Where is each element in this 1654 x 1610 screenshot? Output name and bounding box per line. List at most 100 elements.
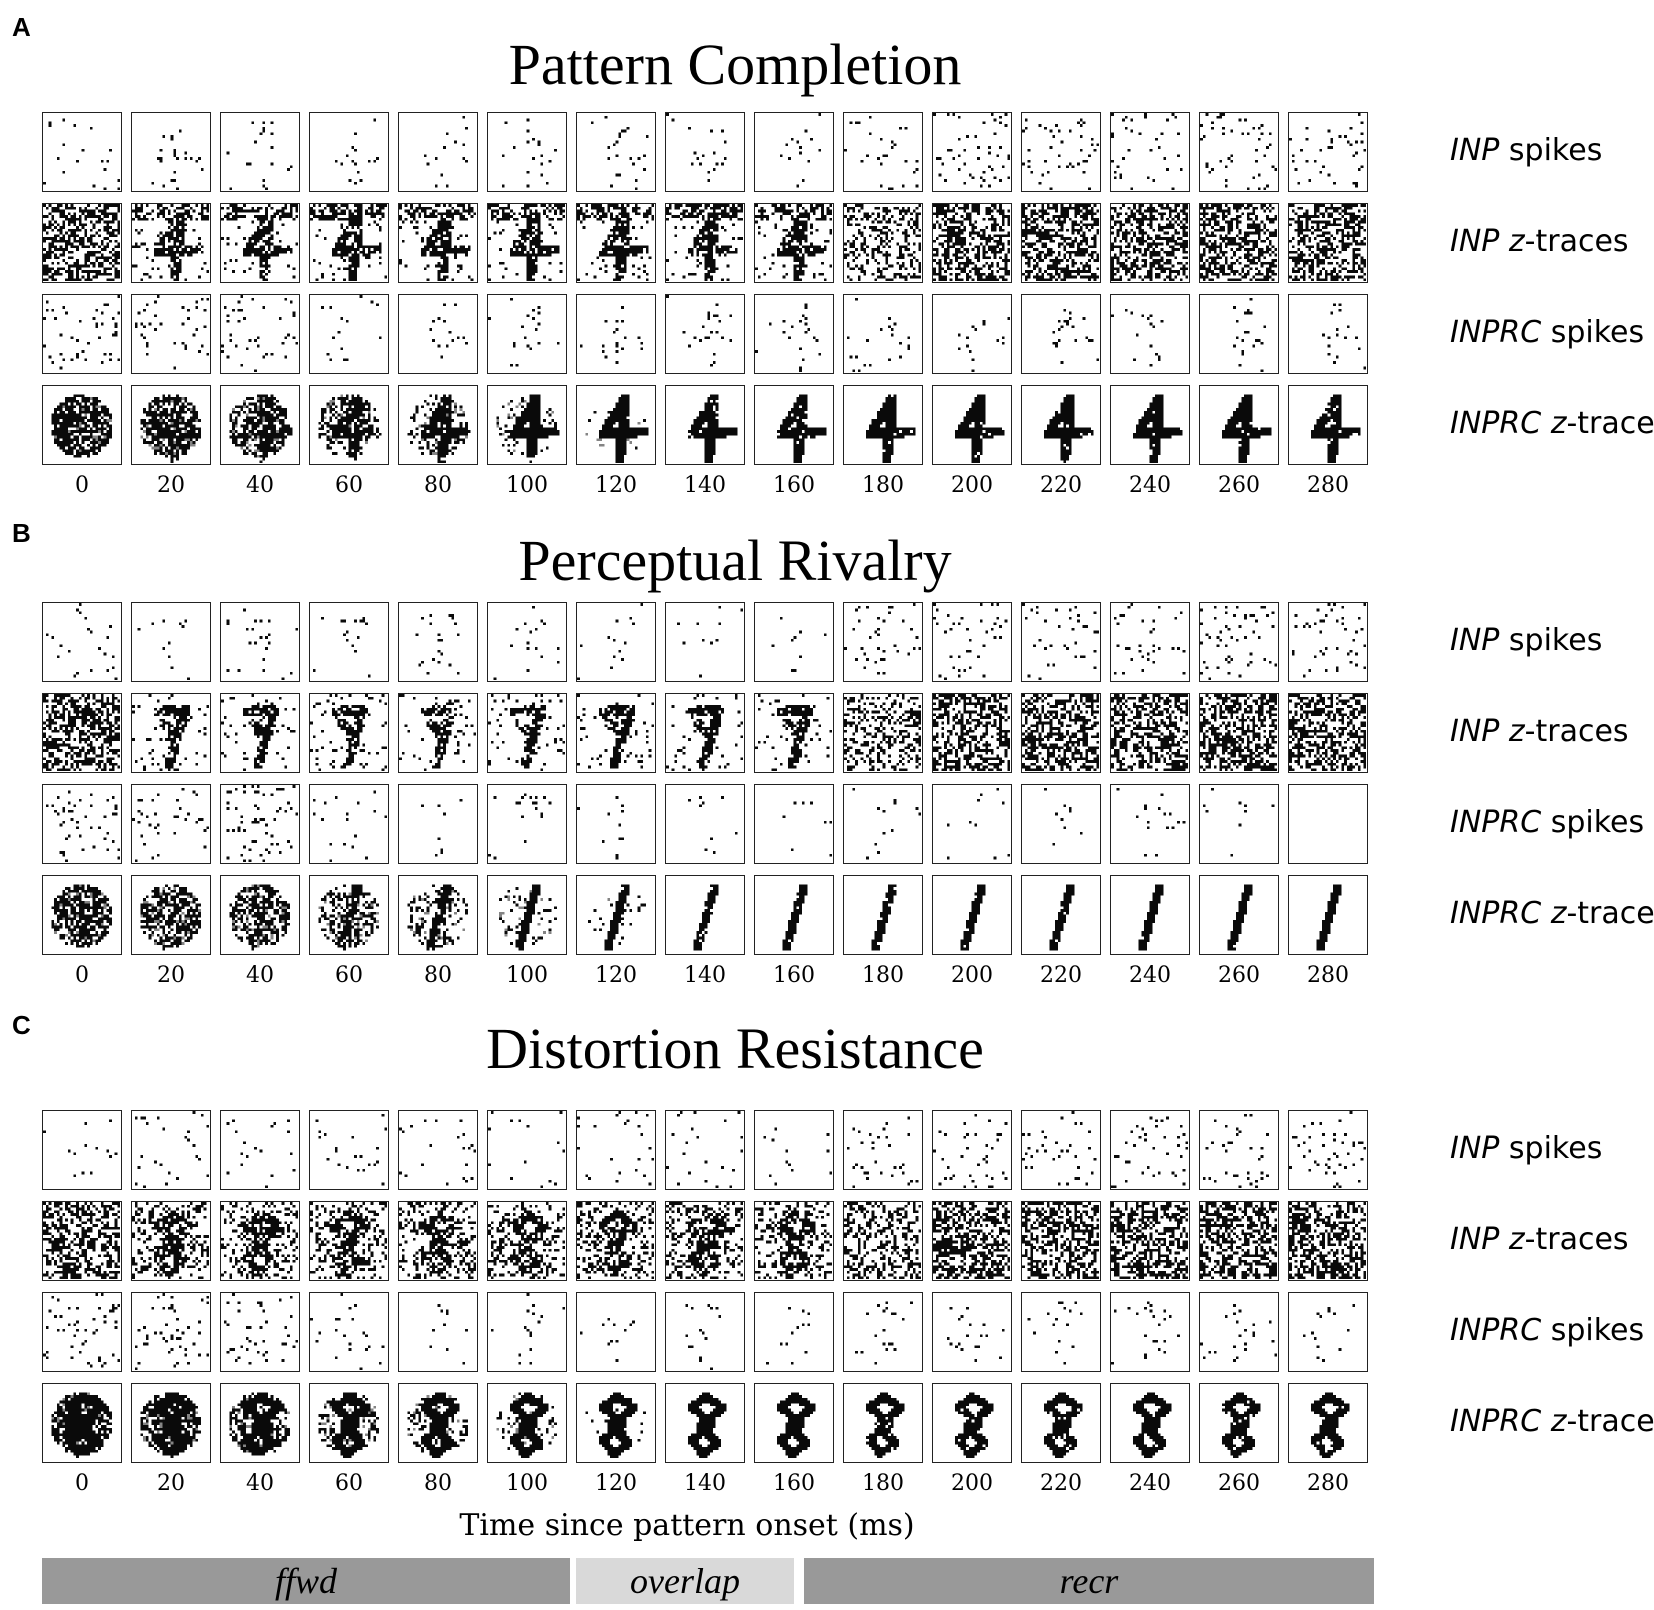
frame-image	[488, 1384, 565, 1461]
frame-tile	[220, 784, 300, 864]
row-label-quantity: -traces	[1524, 1222, 1629, 1257]
frame-tile	[1199, 112, 1279, 192]
time-tick-label: 20	[157, 473, 185, 498]
frame-tile	[1021, 385, 1101, 465]
time-tick-label: 200	[951, 1471, 993, 1496]
frame-tile	[42, 1110, 122, 1190]
row-label-quantity: spikes	[1541, 1313, 1645, 1348]
frame-image	[666, 204, 743, 281]
frame-tile	[932, 693, 1012, 773]
frame-tile	[42, 1383, 122, 1463]
frame-image	[933, 1202, 1010, 1279]
frame-image	[1022, 1202, 1099, 1279]
row-label-layer: INPRC	[1450, 315, 1542, 350]
time-tick-label: 260	[1218, 1471, 1260, 1496]
frame-image	[221, 785, 298, 862]
frame-image	[399, 1111, 476, 1188]
frame-tile	[576, 693, 656, 773]
frame-image	[132, 295, 209, 372]
frame-image	[933, 785, 1010, 862]
panel-title-a: Pattern Completion	[508, 32, 962, 97]
time-tick-label: 60	[335, 473, 363, 498]
frame-tile	[1021, 294, 1101, 374]
frame-tile	[1288, 1292, 1368, 1372]
frame-image	[1200, 295, 1277, 372]
frame-tile	[220, 112, 300, 192]
frame-tile	[932, 1110, 1012, 1190]
frame-tile	[309, 784, 389, 864]
time-tick-label: 200	[951, 963, 993, 988]
frame-image	[1289, 295, 1366, 372]
frame-tile	[131, 112, 211, 192]
x-axis-label: Time since pattern onset (ms)	[459, 1508, 915, 1543]
frame-image	[488, 603, 565, 680]
frame-tile	[1288, 112, 1368, 192]
frame-tile	[1021, 1383, 1101, 1463]
frame-tile	[843, 1292, 923, 1372]
frame-image	[43, 204, 120, 281]
frame-tile	[843, 693, 923, 773]
row-label: INPRC z-traces	[1450, 1407, 1654, 1437]
frame-tile	[398, 112, 478, 192]
row-label-layer: INP z	[1450, 714, 1525, 749]
panel-row-spikes	[42, 602, 1377, 682]
frame-image	[577, 113, 654, 190]
panel-row-input-traces	[42, 1201, 1377, 1281]
time-tick-label: 140	[684, 1471, 726, 1496]
frame-image	[43, 876, 120, 953]
frame-image	[1022, 694, 1099, 771]
frame-image	[43, 1202, 120, 1279]
frame-tile	[843, 294, 923, 374]
time-tick-label: 180	[862, 473, 904, 498]
row-label: INP z-traces	[1450, 717, 1629, 747]
panel-row-recurrent-traces	[42, 875, 1377, 955]
frame-tile	[665, 693, 745, 773]
frame-tile	[131, 693, 211, 773]
panel-letter-a: A	[12, 12, 31, 42]
frame-tile	[398, 203, 478, 283]
frame-image	[1200, 876, 1277, 953]
frame-image	[1289, 386, 1366, 463]
frame-image	[488, 386, 565, 463]
frame-tile	[932, 385, 1012, 465]
frame-image	[1022, 876, 1099, 953]
frame-tile	[398, 602, 478, 682]
time-tick-label: 100	[506, 1471, 548, 1496]
row-label-quantity: -traces	[1566, 1404, 1654, 1439]
frame-tile	[1110, 203, 1190, 283]
frame-tile	[309, 1383, 389, 1463]
row-label-quantity: spikes	[1541, 315, 1645, 350]
frame-image	[1289, 876, 1366, 953]
frame-tile	[754, 112, 834, 192]
frame-tile	[754, 385, 834, 465]
time-tick-label: 280	[1307, 1471, 1349, 1496]
frame-tile	[576, 784, 656, 864]
frame-image	[488, 295, 565, 372]
row-label: INPRC z-traces	[1450, 409, 1654, 439]
frame-tile	[665, 1110, 745, 1190]
frame-tile	[754, 203, 834, 283]
frame-tile	[131, 784, 211, 864]
panel-row-spikes	[42, 1292, 1377, 1372]
frame-tile	[131, 294, 211, 374]
frame-tile	[42, 875, 122, 955]
frame-tile	[220, 203, 300, 283]
frame-image	[755, 1293, 832, 1370]
frame-image	[1022, 113, 1099, 190]
frame-tile	[1288, 1201, 1368, 1281]
time-tick-label: 180	[862, 1471, 904, 1496]
frame-tile	[665, 1292, 745, 1372]
time-tick-label: 0	[75, 963, 89, 988]
row-label: INPRC spikes	[1450, 318, 1644, 348]
frame-tile	[398, 875, 478, 955]
time-tick-label: 0	[75, 473, 89, 498]
frame-image	[488, 785, 565, 862]
frame-image	[666, 1111, 743, 1188]
frame-image	[132, 1293, 209, 1370]
frame-tile	[932, 203, 1012, 283]
frame-tile	[42, 1292, 122, 1372]
frame-tile	[754, 294, 834, 374]
frame-tile	[42, 784, 122, 864]
frame-image	[132, 1202, 209, 1279]
frame-image	[1111, 295, 1188, 372]
